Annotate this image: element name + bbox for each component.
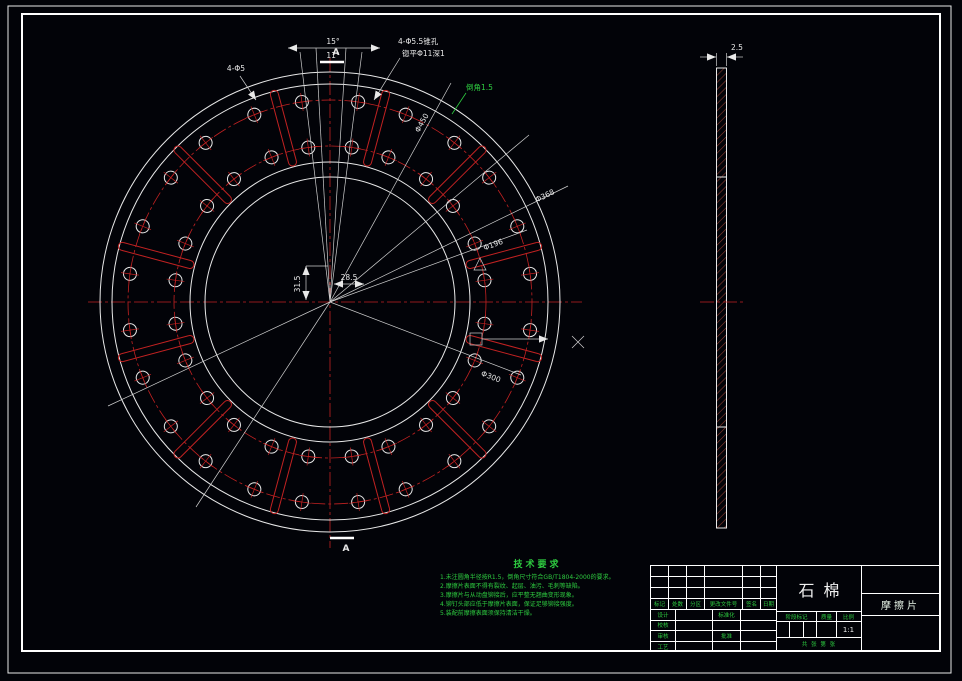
angle-outer-label: 15°: [326, 37, 340, 46]
tech-req-item: 5.装配前摩擦表面须保持清洁干燥。: [440, 610, 536, 617]
cross-mark-icon: [571, 335, 585, 349]
tb-label-change-doc: 更改文件号: [705, 599, 743, 609]
rivet-holes: [121, 93, 539, 511]
datum-triangle-icon: [473, 257, 487, 271]
sheet-count: 共 张 第 张: [801, 642, 837, 648]
chamfer-note: 倒角1.5: [466, 82, 493, 92]
callout-right-label-1: 4-Φ5.5锥孔: [398, 36, 439, 46]
tech-req-title: 技术要求: [513, 560, 562, 570]
hole-callouts: 4-Φ5 4-Φ5.5锥孔 锪平Φ11深1 倒角1.5: [227, 36, 493, 115]
radial-slots: [117, 89, 543, 515]
tb-label-weight: 质量: [817, 612, 837, 621]
tb-label-count: 处数: [669, 599, 687, 609]
title-block-middle: 石棉 阶段标记 质量 比例 1:1 共 张 第 张: [776, 566, 861, 650]
disc-circles: [99, 71, 561, 533]
tb-label-audit: 审核: [651, 631, 676, 641]
material-name: 石棉: [777, 566, 861, 612]
scale-value: 1:1: [842, 625, 855, 634]
dia-outer-label: Φ450: [413, 112, 431, 134]
dim-h-label: 28.5: [341, 273, 358, 282]
tb-label-standardize: 标准化: [713, 610, 741, 620]
leader-lines: [107, 47, 569, 508]
dia-bolt-label: Φ300: [480, 369, 502, 385]
main-view: 15° 11° 4-Φ5 4-Φ5.5锥孔 锪平Φ11深1 倒角1.5 Φ450…: [88, 36, 585, 554]
tb-label-design: 设计: [651, 610, 676, 620]
tb-label-scale: 比例: [842, 614, 854, 621]
callout-right-label-2: 锪平Φ11深1: [402, 48, 445, 58]
technical-requirements: 技术要求 1.未注圆角半径按R1.5，倒角尺寸符合GB/T1804-2000的要…: [440, 557, 635, 618]
side-view: 2.5: [700, 43, 744, 529]
dim-v-label: 31.5: [293, 275, 302, 292]
section-body: [716, 67, 727, 529]
callout-left-label: 4-Φ5: [227, 64, 245, 73]
datum-symbols: [469, 257, 585, 349]
section-top-label: A: [333, 48, 340, 58]
tech-req-item: 2.摩擦片表面不得有裂纹、起层、油污、毛刺等缺陷。: [440, 583, 584, 590]
section-bottom-label: A: [343, 544, 350, 554]
angle-inner-label: 11°: [326, 51, 340, 60]
dia-bore-label: Φ196: [482, 237, 504, 252]
thickness-label: 2.5: [731, 43, 743, 52]
tb-label-check: 校核: [651, 620, 676, 630]
dia-mid-label: Φ368: [534, 187, 556, 204]
sheet-frame: [7, 5, 952, 674]
tech-req-item: 3.摩擦片与从动盘铆接后，应平整无翘曲变形现象。: [440, 592, 578, 599]
tech-req-item: 4.铆钉头部应低于摩擦片表面，保证足够铆接强度。: [440, 601, 578, 608]
stage-mark-boxes: [777, 622, 816, 637]
tb-label-zone: 分区: [687, 599, 705, 609]
part-name: 摩擦片: [862, 594, 939, 616]
tb-label-approve: 批准: [713, 631, 741, 641]
title-block: 标记 处数 分区 更改文件号 签名 日期 设计 标准化 校核 审核 批准 工艺: [650, 565, 940, 651]
tech-req-item: 1.未注圆角半径按R1.5，倒角尺寸符合GB/T1804-2000的要求。: [440, 574, 615, 581]
angle-dimension: 15° 11°: [288, 37, 380, 60]
tb-label-sign: 签名: [743, 599, 761, 609]
center-dimensions: 31.5 28.5: [293, 265, 364, 300]
section-marks: A A: [320, 48, 354, 554]
tb-label-mark: 标记: [651, 599, 669, 609]
tb-label-stage: 阶段标记: [777, 612, 817, 621]
title-block-right: 摩擦片: [861, 566, 939, 650]
tb-label-process: 工艺: [651, 641, 676, 650]
title-block-revision-area: 标记 处数 分区 更改文件号 签名 日期 设计 标准化 校核 审核 批准 工艺: [651, 566, 776, 650]
tb-label-date: 日期: [762, 602, 774, 608]
